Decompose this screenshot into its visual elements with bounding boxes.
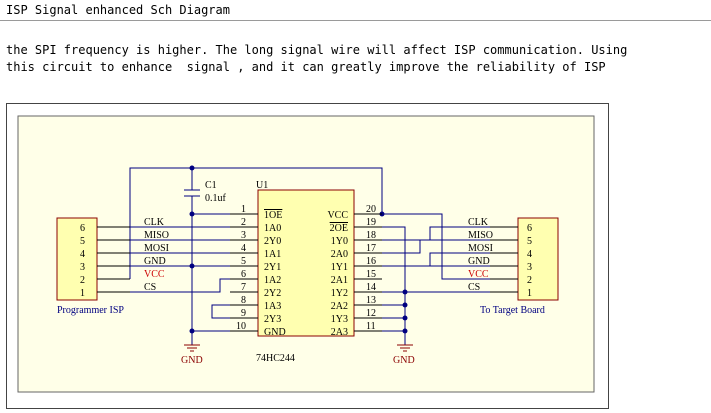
junction-dot — [402, 315, 408, 321]
ic-left-pin-number: 6 — [241, 269, 246, 280]
ic-left-pin-name: 1A1 — [264, 249, 281, 260]
ic-left-pin-name: 2Y0 — [264, 236, 281, 247]
target-label: To Target Board — [480, 305, 545, 316]
junction-dot — [402, 328, 408, 334]
wire — [211, 304, 230, 319]
ic-right-pin-number: 13 — [366, 295, 376, 306]
connector-pins: 6CLK5MISO4MOSI3GND2VCC1CS6CLK5MISO4MOSI3… — [80, 217, 532, 299]
target-signal-label: GND — [468, 256, 490, 267]
programmer-signal-label: MOSI — [144, 243, 169, 254]
wire — [130, 278, 230, 293]
ic-left-pin-name: GND — [264, 327, 286, 338]
ic-left-pin-number: 8 — [241, 295, 246, 306]
programmer-signal-label: VCC — [144, 269, 165, 280]
ic-ref: U1 — [256, 180, 268, 191]
ic-left-pin-name: 2Y1 — [264, 262, 281, 273]
wire — [382, 213, 490, 280]
junction-dot — [189, 263, 195, 269]
ic-left-pin-name: 1A3 — [264, 301, 281, 312]
wire — [382, 226, 490, 241]
target-signal-label: MOSI — [468, 243, 493, 254]
ic-right-pin-name: 2A3 — [331, 327, 348, 338]
target-pin-number: 4 — [527, 249, 532, 260]
ic-left-pin-number: 4 — [241, 243, 246, 254]
ic-part: 74HC244 — [256, 353, 295, 364]
ic-left-pin-name: 1OE — [264, 210, 282, 221]
ic-left-pin-number: 2 — [241, 217, 246, 228]
ic-pins: 1 1OE 2 1A0 3 2Y0 4 1A1 5 2Y1 6 1A2 7 2Y2 8 1A3 9 2Y3 10GN… — [230, 204, 382, 338]
target-pin-number: 5 — [527, 236, 532, 247]
gnd-left-label: GND — [181, 355, 203, 366]
programmer-signal-label: GND — [144, 256, 166, 267]
ic-left-pin-number: 10 — [236, 321, 246, 332]
ic-left-pin-name: 2Y2 — [264, 288, 281, 299]
programmer-label: Programmer ISP — [57, 305, 124, 316]
programmer-pin-number: 2 — [80, 275, 85, 286]
ic-right-pin-name: VCC — [327, 210, 348, 221]
ic-right-pin-name: 1Y2 — [331, 288, 348, 299]
ic-left-pin-number: 3 — [241, 230, 246, 241]
ic-body — [257, 189, 355, 337]
target-pin-number: 1 — [527, 288, 532, 299]
page-title: ISP Signal enhanced Sch Diagram — [6, 3, 230, 17]
target-pin-number: 3 — [527, 262, 532, 273]
description-line-2: this circuit to enhance signal , and it … — [6, 60, 606, 74]
programmer-pin-number: 4 — [80, 249, 85, 260]
ic-left-pin-name: 2Y3 — [264, 314, 281, 325]
target-signal-label: CS — [468, 282, 480, 293]
ic-right-pin-name: 2A2 — [331, 301, 348, 312]
target-pin-number: 2 — [527, 275, 532, 286]
programmer-connector — [56, 217, 98, 301]
ic-right-pin-number: 15 — [366, 269, 376, 280]
ic-left-pin-number: 5 — [241, 256, 246, 267]
programmer-pin-number: 1 — [80, 288, 85, 299]
wire — [382, 252, 490, 267]
ic-right-pin-number: 12 — [366, 308, 376, 319]
junction-dot — [402, 302, 408, 308]
ic-right-pin-number: 17 — [366, 243, 376, 254]
ic-left-pin-number: 7 — [241, 282, 246, 293]
ic-right-pin-number: 19 — [366, 217, 376, 228]
title-divider — [0, 20, 711, 21]
programmer-pin-number: 5 — [80, 236, 85, 247]
ic-right-pin-name: 1Y0 — [331, 236, 348, 247]
target-signal-label: VCC — [468, 269, 489, 280]
target-pin-number: 6 — [527, 223, 532, 234]
programmer-signal-label: MISO — [144, 230, 169, 241]
ic-left-pin-number: 9 — [241, 308, 246, 319]
target-signal-label: MISO — [468, 230, 493, 241]
ic-right-pin-number: 14 — [366, 282, 376, 293]
ic-right-pin-name: 2OE — [330, 223, 348, 234]
ic-right-pin-number: 16 — [366, 256, 376, 267]
target-connector — [517, 217, 559, 301]
ic-right-pin-number: 11 — [366, 321, 376, 332]
junction-dot — [189, 211, 195, 217]
ic-right-pin-number: 20 — [366, 204, 376, 215]
ic-right-pin-name: 1Y3 — [331, 314, 348, 325]
wire — [129, 167, 383, 279]
programmer-signal-label: CLK — [144, 217, 165, 228]
programmer-pin-number: 6 — [80, 223, 85, 234]
programmer-signal-label: CS — [144, 282, 156, 293]
capacitor-ref: C1 — [205, 180, 217, 191]
wire — [382, 239, 490, 254]
description-line-1: the SPI frequency is higher. The long si… — [6, 43, 628, 57]
capacitor-value: 0.1uf — [205, 193, 227, 204]
gnd-right-label: GND — [393, 355, 415, 366]
ic-right-pin-name: 1Y1 — [331, 262, 348, 273]
ic-left-pin-number: 1 — [241, 204, 246, 215]
ic-left-pin-name: 1A0 — [264, 223, 281, 234]
target-signal-label: CLK — [468, 217, 489, 228]
ic-right-pin-name: 2A0 — [331, 249, 348, 260]
ic-right-pin-number: 18 — [366, 230, 376, 241]
ic-left-pin-name: 1A2 — [264, 275, 281, 286]
ic-right-pin-name: 2A1 — [331, 275, 348, 286]
programmer-pin-number: 3 — [80, 262, 85, 273]
schematic-wires — [129, 165, 490, 352]
